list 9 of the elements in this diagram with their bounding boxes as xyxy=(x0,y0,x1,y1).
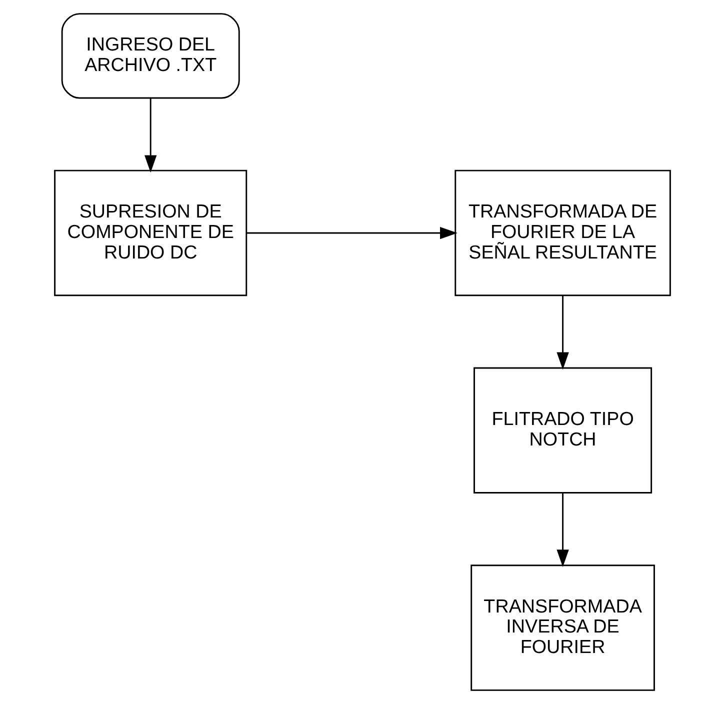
node-box: SUPRESION DE COMPONENTE DE RUIDO DC xyxy=(54,170,247,296)
node-box: FLITRADO TIPO NOTCH xyxy=(473,367,652,494)
arrow xyxy=(556,295,568,370)
arrow xyxy=(246,226,457,240)
node-box: INGRESO DEL ARCHIVO .TXT xyxy=(60,13,240,99)
arrow xyxy=(556,492,568,568)
arrow xyxy=(144,98,156,173)
node-box: TRANSFORMADA INVERSA DE FOURIER xyxy=(470,564,654,691)
node-box: TRANSFORMADA DE FOURIER DE LA SEÑAL RESULTANTE xyxy=(454,170,670,296)
